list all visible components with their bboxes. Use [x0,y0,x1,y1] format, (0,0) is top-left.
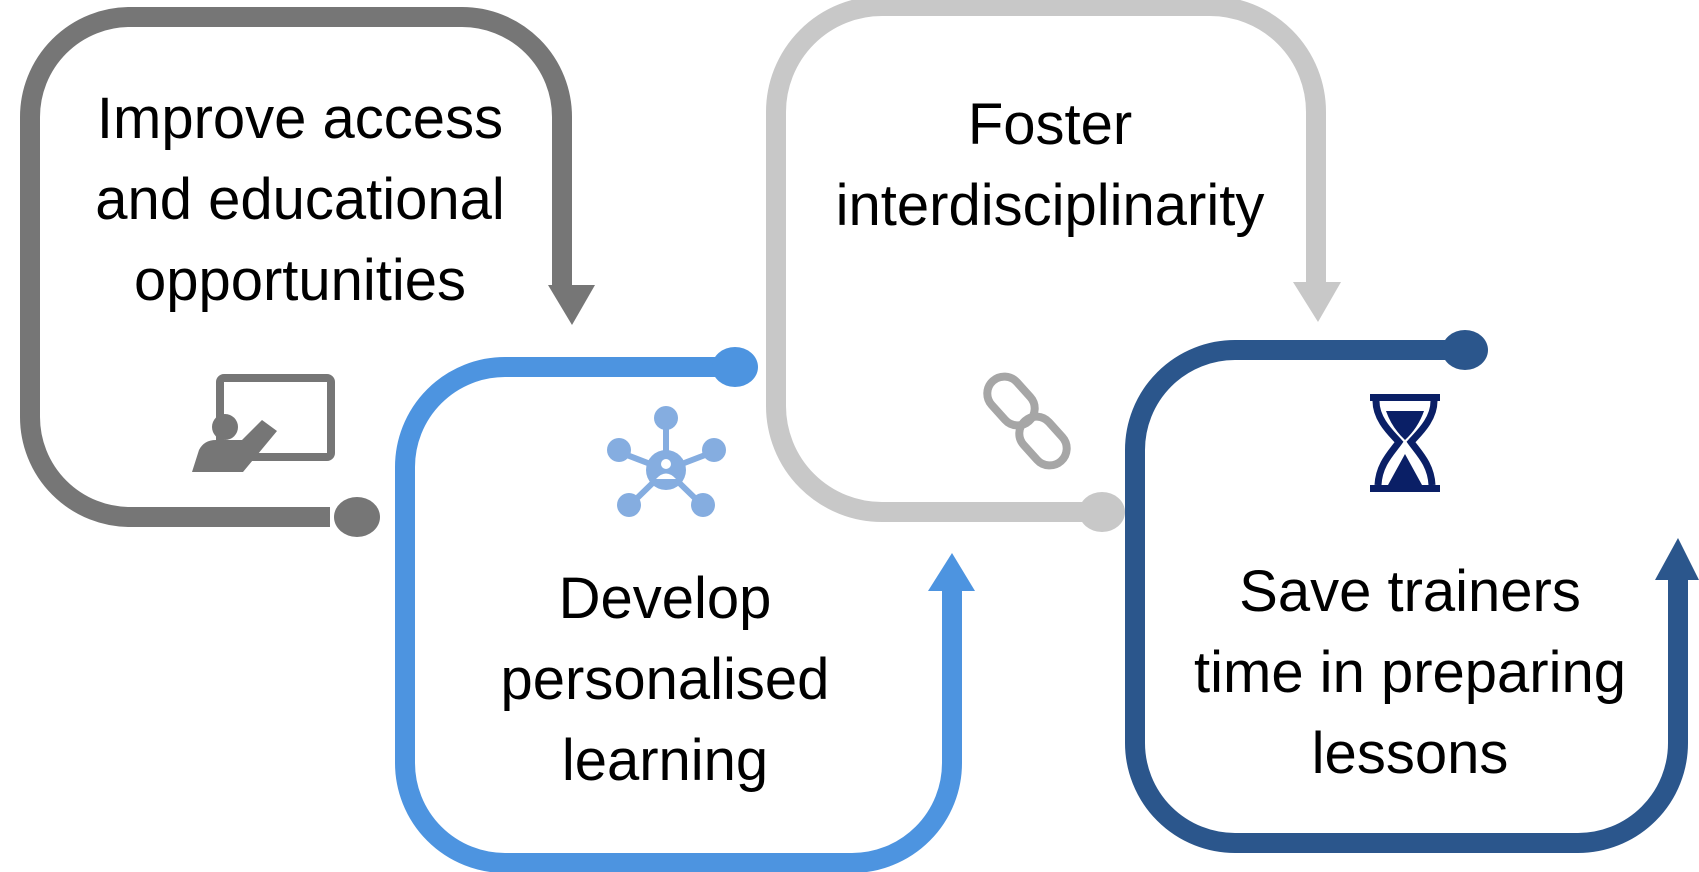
step-1-arrowhead [548,285,595,325]
step-2-connector-dot [712,347,758,387]
step-2-arrowhead [928,553,975,591]
step-2-loop [395,357,962,872]
step-3-line-1: Foster [967,92,1133,157]
step-4-loop [1125,340,1688,853]
step-2-line-1: Develop [558,566,772,631]
network-person-icon [607,406,726,517]
step-1-line-2: and educational [95,167,505,232]
step-3-label: Foster interdisciplinarity [810,84,1290,246]
step-1-line-1: Improve access [96,86,504,151]
step-4-line-3: lessons [1311,721,1509,786]
step-1-label: Improve access and educational opportuni… [60,78,540,321]
step-1-line-3: opportunities [133,248,467,313]
step-4-connector-dot [1442,330,1488,370]
step-3-arrowhead [1293,282,1341,322]
step-1-connector-dot [334,497,380,537]
chain-link-icon [983,372,1071,470]
step-4-line-1: Save trainers [1239,559,1581,624]
step-3-connector-dot [1079,492,1125,532]
teacher-presentation-icon [192,374,335,472]
step-1-loop [20,7,572,527]
step-4-label: Save trainers time in preparing lessons [1170,551,1650,794]
step-3-loop [766,0,1326,522]
step-2-label: Develop personalised learning [425,558,905,801]
step-2-line-3: learning [561,728,769,793]
step-2-line-2: personalised [500,647,830,712]
hourglass-icon [1370,394,1440,492]
step-4-arrowhead [1655,538,1699,580]
step-4-line-2: time in preparing [1194,640,1626,705]
step-3-line-2: interdisciplinarity [835,173,1265,238]
